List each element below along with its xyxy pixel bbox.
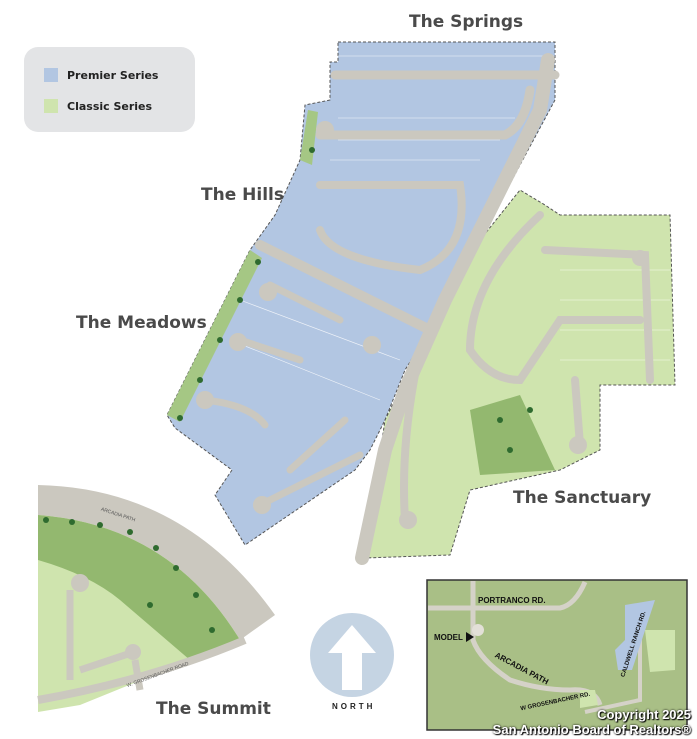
sanctuary-park bbox=[470, 395, 555, 475]
inset-map bbox=[426, 579, 688, 731]
summit-road-grosenbacher bbox=[37, 636, 247, 704]
main-road bbox=[355, 53, 555, 565]
legend: Premier Series Classic Series bbox=[24, 47, 195, 132]
title-the-hills: The Hills bbox=[201, 185, 284, 205]
legend-item-classic: Classic Series bbox=[44, 99, 152, 113]
north-label: NORTH bbox=[332, 702, 376, 711]
cul-de-sacs bbox=[196, 121, 648, 529]
hills-green-strip bbox=[167, 250, 262, 422]
copyright-line-1: Copyright 2025 bbox=[597, 707, 691, 722]
legend-label: Classic Series bbox=[67, 99, 153, 113]
road-hills-loop bbox=[316, 181, 466, 275]
north-arrow-icon bbox=[328, 625, 376, 690]
title-the-summit: The Summit bbox=[156, 699, 271, 719]
summit-cul-de-sac bbox=[125, 644, 141, 660]
road-south bbox=[256, 416, 364, 509]
road-sanctuary-3 bbox=[400, 346, 424, 524]
road-sanctuary-1 bbox=[465, 211, 644, 385]
road-cross bbox=[255, 240, 435, 335]
summit-park bbox=[38, 515, 240, 660]
title-the-sanctuary: The Sanctuary bbox=[513, 488, 652, 508]
legend-label: Premier Series bbox=[67, 68, 159, 82]
roads bbox=[201, 53, 654, 565]
classic-swatch bbox=[44, 99, 58, 113]
inset-portranco-rd: PORTRANCO RD. bbox=[478, 596, 546, 605]
trees bbox=[43, 147, 533, 633]
summit-cul-de-sac bbox=[71, 574, 89, 592]
summit-road-arc bbox=[38, 485, 275, 640]
title-the-meadows: The Meadows bbox=[76, 313, 207, 333]
premier-swatch bbox=[44, 68, 58, 82]
title-the-springs: The Springs bbox=[409, 12, 524, 32]
legend-item-premier: Premier Series bbox=[44, 68, 158, 82]
copyright-line-2: San Antonio Board of Realtors® bbox=[492, 722, 691, 737]
inset-model: MODEL bbox=[434, 633, 463, 642]
model-marker-icon bbox=[466, 632, 474, 642]
road-hollow bbox=[315, 85, 535, 140]
